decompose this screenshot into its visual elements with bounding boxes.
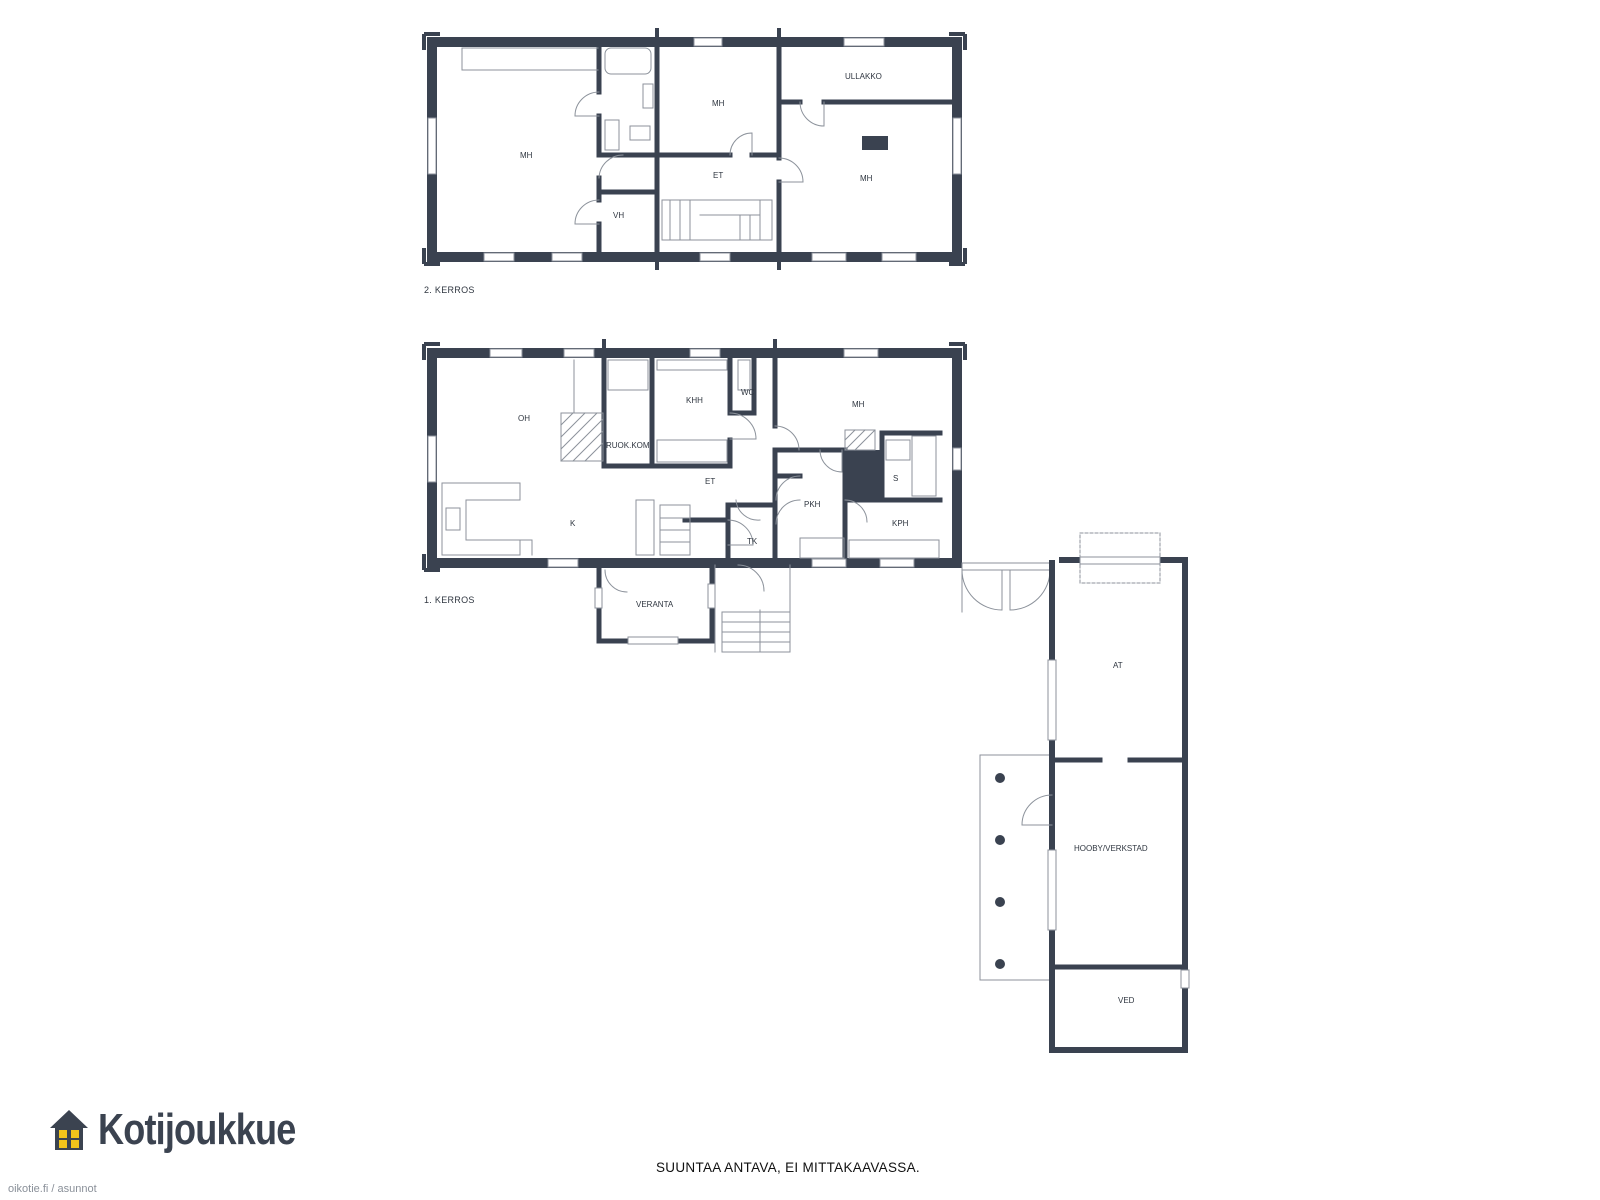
room-label: KPH [892, 519, 909, 528]
brand-name: Kotijoukkue [98, 1105, 296, 1154]
house-icon [50, 1110, 88, 1150]
room-label: AT [1113, 661, 1123, 670]
brand-logo: Kotijoukkue [48, 1100, 339, 1160]
scale-disclaimer: SUUNTAA ANTAVA, EI MITTAKAAVASSA. [656, 1160, 920, 1175]
upper-floor-labels: MH MH ULLAKKO MH ET VH 2. KERROS [424, 72, 882, 295]
floor-label-upper: 2. KERROS [424, 285, 475, 295]
room-label: HOOBY/VERKSTAD [1074, 844, 1148, 853]
room-label: MH [860, 174, 873, 183]
room-label: WC [741, 388, 755, 397]
lower-floor-walls [422, 339, 967, 653]
source-watermark: oikotie.fi / asunnot [8, 1183, 97, 1195]
room-label: OH [518, 414, 530, 423]
upper-floor-walls [422, 28, 967, 270]
room-label: S [893, 474, 898, 483]
room-label: VH [613, 211, 624, 220]
room-label: VERANTA [636, 600, 674, 609]
room-label: KHH [686, 396, 703, 405]
room-label: ULLAKKO [845, 72, 882, 81]
chimney [845, 450, 881, 500]
room-label: PKH [804, 500, 821, 509]
room-label: TK [747, 537, 758, 546]
room-label: MH [852, 400, 865, 409]
room-label: MH [712, 99, 725, 108]
room-label: K [570, 519, 576, 528]
annex-labels: AT HOOBY/VERKSTAD VED [1074, 661, 1148, 1005]
room-label: ET [713, 171, 723, 180]
room-label: VED [1118, 996, 1135, 1005]
room-label: RUOK.KOM [606, 441, 650, 450]
lower-floor-labels: OH KHH WC MH RUOK.KOM ET K PKH S KPH TK … [424, 388, 909, 609]
room-label: MH [520, 151, 533, 160]
room-label: ET [705, 477, 715, 486]
floor-label-lower: 1. KERROS [424, 595, 475, 605]
annex-walls [961, 532, 1190, 1053]
